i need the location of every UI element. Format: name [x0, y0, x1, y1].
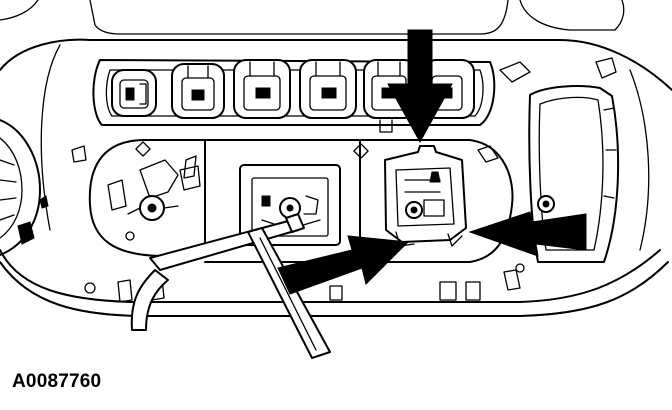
tray-clips — [71, 57, 617, 163]
callout-arrow-right — [277, 235, 410, 295]
right-lamp-lens — [528, 85, 620, 263]
left-lamp-opening — [0, 119, 49, 256]
left-switch-recess — [88, 139, 206, 257]
console-housing — [0, 0, 672, 317]
connector-4 — [299, 59, 357, 119]
callout-arrow-left — [468, 211, 587, 257]
relay — [384, 145, 467, 247]
overhead-console-illustration — [0, 0, 672, 359]
connector-3 — [233, 59, 291, 119]
connector-1 — [111, 69, 157, 117]
center-switch-recess — [204, 139, 369, 263]
callout-arrow-down — [387, 29, 453, 144]
connector-tray — [92, 59, 496, 126]
connector-2 — [171, 63, 225, 119]
figure-id-caption: A0087760 — [12, 371, 102, 392]
